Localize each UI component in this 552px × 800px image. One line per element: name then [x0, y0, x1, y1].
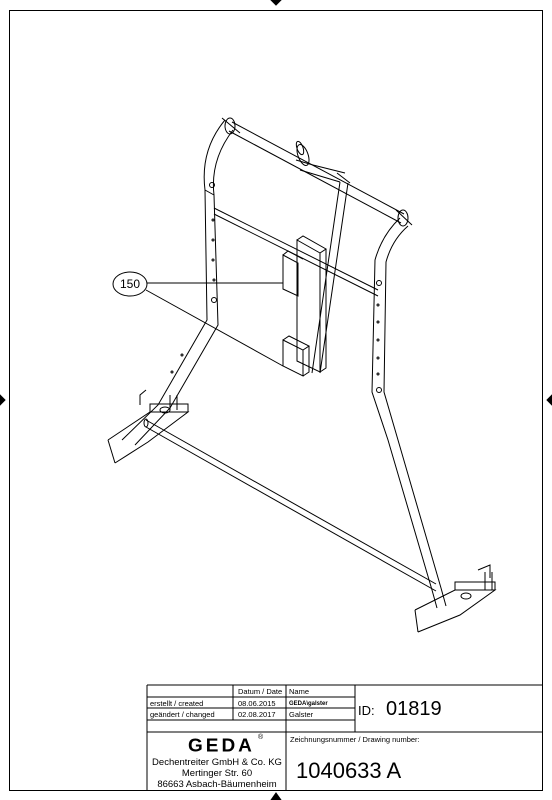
changed-label: geändert / changed	[150, 710, 215, 719]
changed-date: 02.08.2017	[238, 710, 276, 719]
right-center-mark	[546, 394, 552, 406]
id-label: ID:	[358, 703, 375, 718]
header-date-label: Datum / Date	[238, 687, 283, 696]
created-name: GEDA\galster	[289, 701, 328, 707]
left-foot	[107, 389, 190, 464]
left-center-mark	[0, 394, 6, 406]
id-value: 01819	[386, 698, 442, 720]
right-side-frame	[371, 217, 447, 609]
created-label: erstellt / created	[150, 699, 204, 708]
company-name: Dechentreiter GmbH & Co. KG	[152, 757, 282, 768]
top-center-mark	[270, 0, 282, 6]
bottom-center-mark	[270, 792, 282, 800]
left-side-frame	[121, 119, 234, 446]
geda-logo: GEDA ®	[188, 734, 264, 757]
company-street: Mertinger Str. 60	[181, 768, 253, 779]
drawing-number-label: Zeichnungsnummer / Drawing number:	[290, 735, 420, 744]
title-block-grid	[146, 684, 543, 791]
created-date: 08.06.2015	[238, 699, 276, 708]
geda-logo-text: GEDA	[188, 736, 255, 757]
callout-label: 150	[120, 277, 141, 291]
registered-mark-icon: ®	[258, 734, 264, 741]
bottom-rod	[143, 418, 437, 592]
top-crossbar	[221, 117, 413, 227]
changed-name: Galster	[289, 710, 314, 719]
drawing-frame	[9, 10, 543, 791]
lifting-eye	[295, 140, 351, 374]
right-foot	[414, 564, 497, 633]
drawing-number: 1040633 A	[296, 758, 402, 783]
centre-plate	[282, 235, 327, 377]
callout-leaders	[112, 271, 284, 367]
header-name-label: Name	[289, 687, 310, 696]
company-city: 86663 Asbach-Bäumenheim	[157, 779, 277, 790]
